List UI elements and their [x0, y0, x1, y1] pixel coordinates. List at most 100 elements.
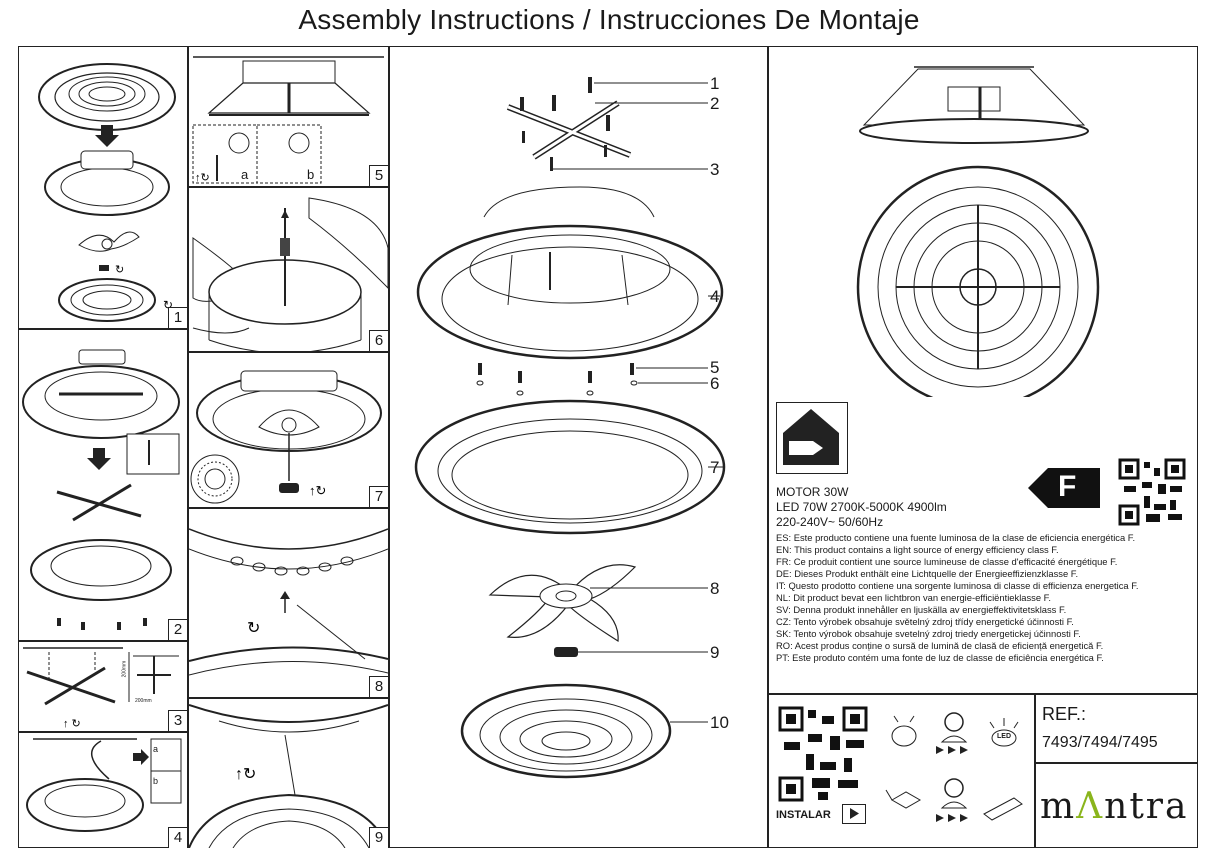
- divider: [18, 328, 188, 330]
- product-views: [768, 47, 1198, 397]
- divider: [767, 46, 769, 848]
- divider: [18, 640, 188, 642]
- technician-icon: [940, 778, 968, 809]
- step-1-panel: ↻ ↻ 1: [19, 47, 187, 328]
- spec-voltage: 220-240V~ 50/60Hz: [776, 515, 884, 529]
- divider: [1035, 762, 1198, 764]
- install-qr-code[interactable]: [778, 706, 868, 802]
- energy-notes: ES: Este producto contiene una fuente lu…: [776, 532, 1139, 664]
- step-4-panel: a b 4: [19, 733, 187, 848]
- ref-value: 7493/7494/7495: [1042, 734, 1158, 751]
- divider: [388, 46, 390, 848]
- brand-logo: mΛntra: [1040, 786, 1188, 827]
- dimension-label: 200mm: [121, 660, 128, 678]
- bulb-icon: [891, 715, 917, 747]
- svg-text:↻: ↻: [163, 298, 173, 312]
- brand-logo-mark: Λ: [1076, 786, 1105, 827]
- led-info-pictograms: LED: [880, 704, 1030, 834]
- part-label: 7: [710, 458, 720, 477]
- step-6-illustration: [192, 197, 388, 351]
- divider: [768, 693, 1198, 695]
- energy-note: CZ: Tento výrobek obsahuje světelný zdro…: [776, 616, 1074, 627]
- brand-logo-pre: m: [1040, 786, 1077, 827]
- energy-note: FR: Ce produit contient une source lumin…: [776, 556, 1118, 567]
- power-supply-icon: [983, 797, 1023, 821]
- step-4a-label: a: [153, 744, 159, 754]
- energy-class-letter: F: [1058, 470, 1077, 503]
- dimension-label: 200mm: [135, 698, 152, 704]
- svg-text:↻: ↻: [115, 264, 124, 276]
- step-2-illustration: [22, 349, 180, 630]
- led-icon-label: LED: [997, 733, 1011, 740]
- energy-note: RO: Acest produs conține o sursă de lumi…: [776, 640, 1104, 651]
- step-9-illustration: ↑↻: [189, 704, 388, 848]
- part-label: 4: [710, 287, 720, 306]
- step-4-illustration: [26, 738, 182, 832]
- part-label: 2: [710, 94, 720, 113]
- part-label: 10: [710, 713, 729, 732]
- step-number: 7: [369, 486, 388, 507]
- divider: [188, 697, 389, 699]
- driver-icon: [885, 789, 922, 809]
- arrow-right-icon: [936, 814, 968, 822]
- svg-text:↑↻: ↑↻: [309, 483, 326, 498]
- part-label: 9: [710, 643, 720, 662]
- arrow-right-icon: [936, 746, 968, 754]
- technician-icon: [940, 712, 968, 743]
- step-9-panel: ↑↻ 9: [189, 699, 388, 848]
- energy-note: IT: Questo prodotto contiene una sorgent…: [776, 580, 1139, 591]
- step-3-panel: ↑ ↻ 200mm 200mm 3: [19, 642, 187, 731]
- part-label: 6: [710, 374, 720, 393]
- step-2-panel: 2: [19, 330, 187, 640]
- step-5-panel: ↑↻ a b 5: [189, 47, 388, 186]
- part-label: 5: [710, 358, 720, 377]
- step-7-illustration: ↑↻: [190, 370, 382, 504]
- step-5a-label: a: [241, 167, 249, 182]
- divider: [188, 186, 389, 188]
- step-8-illustration: ↻: [189, 528, 388, 676]
- energy-note: EN: This product contains a light source…: [776, 544, 1059, 555]
- instruction-sheet: [18, 46, 1198, 848]
- energy-class-badge: F: [1028, 468, 1100, 508]
- brand-logo-post: ntra: [1104, 786, 1189, 827]
- exploded-parts-view: 1 2 3 4 5 6 7 8 9 10: [390, 47, 767, 848]
- step-5b-label: b: [307, 167, 315, 182]
- step-4b-label: b: [153, 776, 159, 786]
- step-number: 2: [168, 619, 187, 640]
- product-illustration: [856, 66, 1100, 397]
- step-1-illustration: ↻ ↻: [38, 63, 176, 322]
- divider: [188, 351, 389, 353]
- step-number: 5: [369, 165, 388, 186]
- svg-text:↑↻: ↑↻: [235, 766, 256, 783]
- step-5-illustration: ↑↻: [192, 56, 384, 184]
- step-number: 3: [168, 710, 187, 731]
- spec-motor: MOTOR 30W: [776, 485, 849, 499]
- step-number: 8: [369, 676, 388, 697]
- svg-text:↑ ↻: ↑ ↻: [63, 718, 81, 730]
- energy-note: SK: Tento výrobok obsahuje svetelný zdro…: [776, 628, 1081, 639]
- step-8-panel: ↻ 8: [189, 509, 388, 697]
- step-7-panel: ↑↻ 7: [189, 353, 388, 507]
- energy-note: NL: Dit product bevat een lichtbron van …: [776, 592, 1051, 603]
- spec-led: LED 70W 2700K-5000K 4900lm: [776, 500, 947, 514]
- divider: [1034, 693, 1036, 848]
- part-label: 3: [710, 160, 720, 179]
- qr-code: [1118, 458, 1186, 526]
- svg-text:↑↻: ↑↻: [195, 172, 210, 184]
- part-label: 8: [710, 579, 720, 598]
- divider: [187, 46, 189, 848]
- energy-note: DE: Dieses Produkt enthält eine Lichtque…: [776, 568, 1079, 579]
- page-title: Assembly Instructions / Instrucciones De…: [298, 4, 920, 35]
- step-number: 6: [369, 330, 388, 351]
- ref-label: REF.:: [1042, 704, 1087, 724]
- divider: [18, 731, 188, 733]
- part-label: 1: [710, 74, 720, 93]
- install-label: INSTALAR: [776, 809, 831, 821]
- play-video-icon[interactable]: [842, 804, 866, 824]
- step-3-illustration: ↑ ↻: [23, 647, 179, 730]
- step-number: 9: [369, 827, 388, 848]
- led-module-icon: [989, 718, 1019, 747]
- exploded-parts-illustration: [414, 77, 726, 779]
- energy-note: PT: Este produto contém uma fonte de luz…: [776, 652, 1104, 663]
- step-number: 4: [168, 827, 187, 848]
